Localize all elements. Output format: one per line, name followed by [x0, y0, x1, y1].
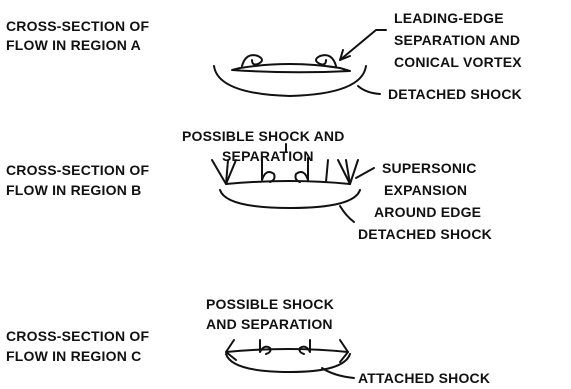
region-a-callout-line3: CONICAL VORTEX [394, 54, 522, 70]
region-b-expansion-line3: AROUND EDGE [374, 204, 482, 220]
region-a-left-vortex [241, 54, 263, 67]
region-b-sketch [211, 143, 375, 223]
region-b-detached-shock [219, 189, 361, 209]
region-a-sketch [213, 29, 387, 97]
region-c-title-line2: FLOW IN REGION C [6, 348, 142, 364]
region-b-right-edge-line2 [345, 159, 351, 185]
region-a-callout-line2: SEPARATION AND [394, 32, 521, 48]
region-b-left-edge-line2 [225, 159, 229, 185]
region-c-shock-leader [321, 367, 355, 379]
region-a-title-line1: CROSS-SECTION OF [6, 18, 150, 34]
region-b-top-line2: SEPARATION [222, 148, 314, 164]
region-b-expansion-line1: SUPERSONIC [382, 160, 477, 176]
region-c-left-edge-lines [225, 339, 237, 361]
region-b-left-separation [261, 157, 276, 183]
region-b-title-line2: FLOW IN REGION B [6, 182, 142, 198]
region-a-shock-label: DETACHED SHOCK [388, 86, 522, 102]
region-b-shock-leader [339, 205, 355, 223]
region-b-shock-label: DETACHED SHOCK [358, 226, 492, 242]
region-a-right-vortex [315, 54, 337, 67]
region-b-expansion-leader [355, 167, 375, 179]
region-a-shock-leader [357, 85, 381, 95]
region-a-vortex-leader [339, 29, 387, 61]
region-c-title-line1: CROSS-SECTION OF [6, 328, 150, 344]
region-c-attached-shock [225, 353, 351, 373]
region-a-title-line2: FLOW IN REGION A [6, 37, 141, 53]
region-c-wing-body [225, 348, 349, 353]
region-b-expansion-line2: EXPANSION [384, 182, 468, 198]
region-b-center-shock [325, 159, 329, 183]
region-a-detached-shock [213, 65, 367, 97]
region-b-wing-body [225, 180, 351, 185]
region-a-wing-body [231, 63, 351, 74]
region-c-right-edge-lines [339, 339, 349, 363]
region-c-top-line2: AND SEPARATION [206, 316, 333, 332]
region-b-right-separation [294, 157, 309, 183]
region-c-right-separation [298, 339, 311, 355]
region-b-top-line1: POSSIBLE SHOCK AND [182, 128, 345, 144]
region-a-vortex-arrowhead [339, 49, 351, 61]
region-c-left-separation [259, 339, 272, 355]
region-b-title-line1: CROSS-SECTION OF [6, 162, 150, 178]
region-c-top-line1: POSSIBLE SHOCK [206, 296, 335, 312]
region-c-sketch [225, 339, 355, 379]
region-c-shock-label: ATTACHED SHOCK [358, 370, 491, 386]
region-a-callout-line1: LEADING-EDGE [394, 10, 504, 26]
